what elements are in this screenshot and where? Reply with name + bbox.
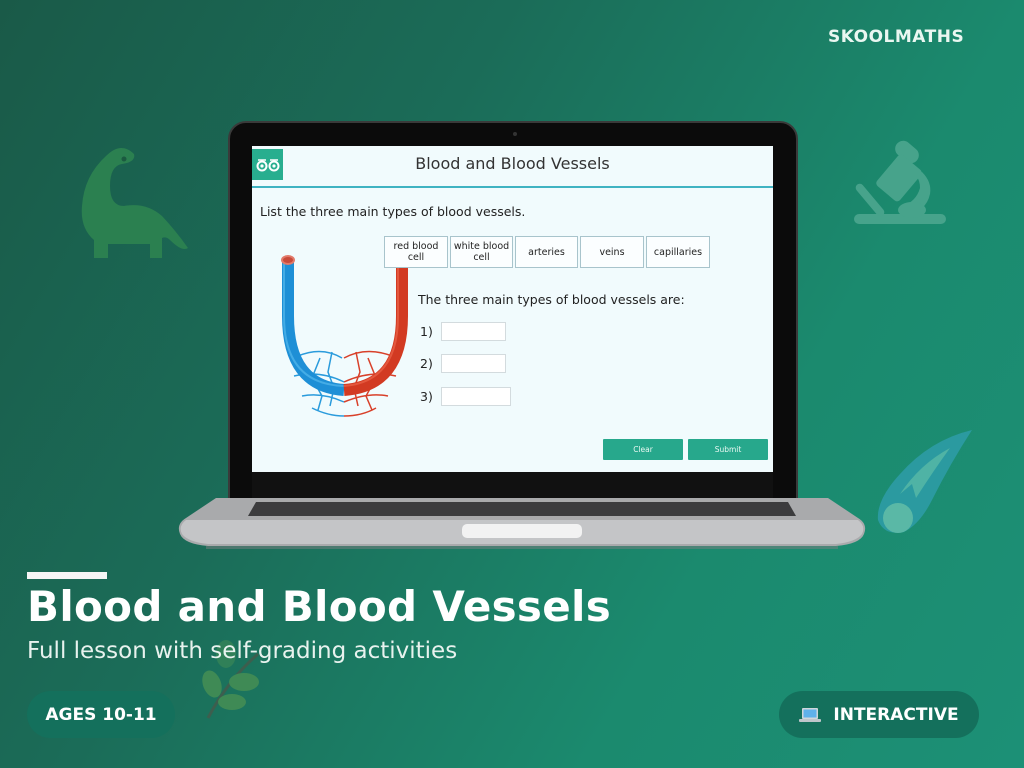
age-badge-label: AGES 10-11 [45,704,157,725]
promo-subtitle: Full lesson with self-grading activities [27,638,458,664]
answer-drop-zone-2[interactable] [441,354,506,373]
answer-label: 3) [420,389,433,404]
answer-statement: The three main types of blood vessels ar… [418,292,685,307]
word-tile-veins[interactable]: veins [580,236,644,268]
lesson-screen: Blood and Blood Vessels List the three m… [252,146,773,472]
lesson-title: Blood and Blood Vessels [415,154,610,173]
age-badge: AGES 10-11 [27,691,175,738]
promo-title: Blood and Blood Vessels [27,582,612,631]
title-accent-bar [27,572,107,579]
answer-row-2: 2) [420,354,506,373]
blood-vessels-illustration [281,255,408,417]
leaf-sprig-icon [202,640,259,719]
clear-button[interactable]: Clear [603,439,683,460]
answer-row-3: 3) [420,387,511,406]
comet-icon [877,430,972,533]
microscope-icon [854,140,946,224]
answer-label: 2) [420,356,433,371]
interactive-badge-label: INTERACTIVE [833,704,959,725]
webcam [513,132,517,136]
word-tile-capillaries[interactable]: capillaries [646,236,710,268]
laptop-base [178,498,866,549]
interactive-badge: INTERACTIVE [779,691,979,738]
answer-row-1: 1) [420,322,506,341]
answer-drop-zone-1[interactable] [441,322,506,341]
owl-eyes-icon[interactable] [252,149,283,180]
keyboard-reflection [252,472,773,500]
answer-label: 1) [420,324,433,339]
word-tile-arteries[interactable]: arteries [515,236,578,268]
submit-button[interactable]: Submit [688,439,768,460]
answer-drop-zone-3[interactable] [441,387,511,406]
brand-logo-text: SKOOLMATHS [828,27,965,47]
dinosaur-icon [81,147,188,258]
app-header: Blood and Blood Vessels [252,146,773,188]
question-prompt: List the three main types of blood vesse… [260,204,526,219]
laptop-screen-frame: Blood and Blood Vessels List the three m… [228,121,798,505]
laptop-icon [799,707,822,722]
